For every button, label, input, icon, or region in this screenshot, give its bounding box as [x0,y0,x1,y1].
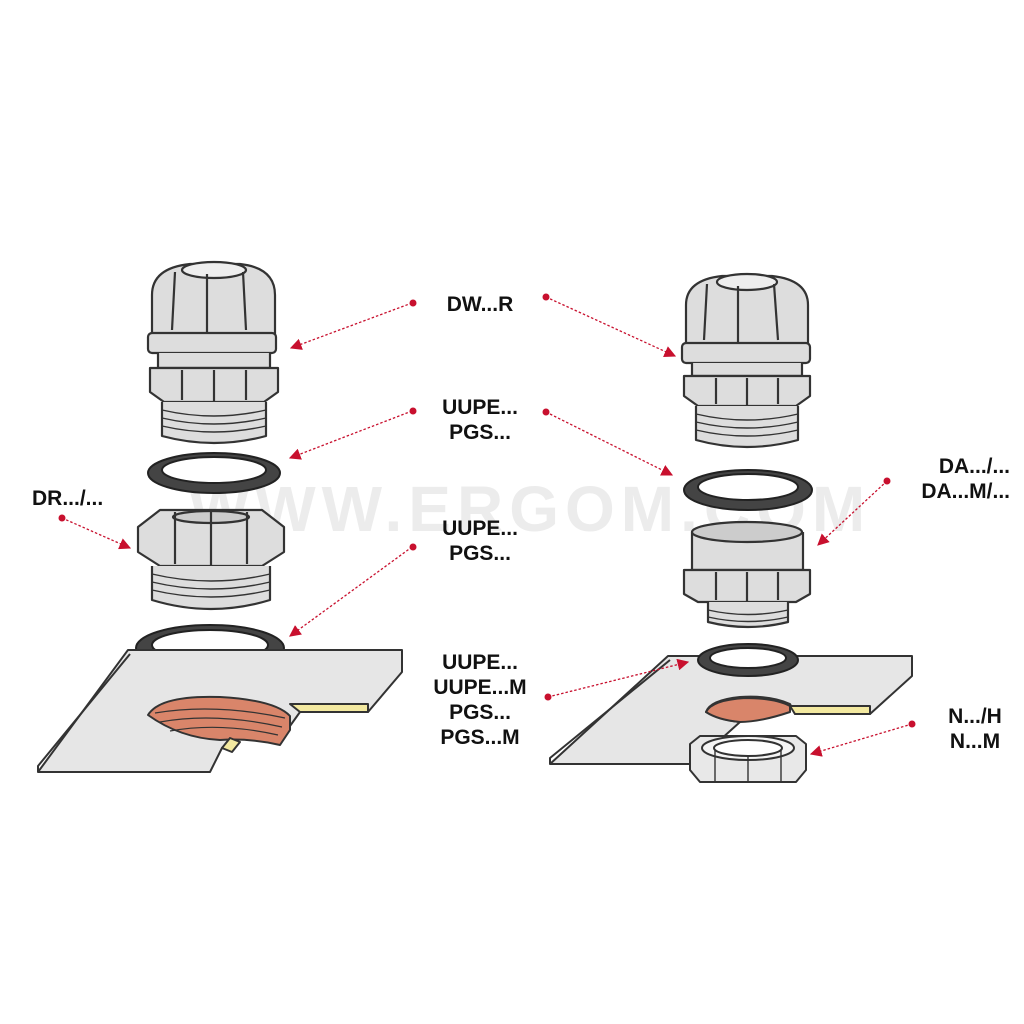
label-line: DA...M/... [921,480,1010,503]
arrow-dw-left [289,302,413,350]
label-uupe-pgs-mid: UUPE... PGS... [425,516,535,566]
right-seal-top [683,469,813,511]
label-line: UUPE... [442,396,518,419]
label-line: DA.../... [938,455,1010,478]
left-gland-dw-r [146,260,280,445]
label-line: UUPE...M [433,676,527,699]
right-gland-dw-r [680,272,812,449]
label-line: PGS...M [440,726,520,749]
arrow-dr [61,517,132,550]
label-line: N.../H [948,705,1002,728]
right-adapter-da [682,520,812,629]
label-line: PGS... [449,421,511,444]
arrow-da [817,480,888,546]
label-uupe-pgs-top: UUPE... PGS... [425,395,535,445]
label-uupe-pgs-m: UUPE... UUPE...M PGS... PGS...M [420,650,540,750]
pointer-arrows [61,296,913,757]
label-line: DR.../... [32,487,104,510]
right-plate [549,655,913,765]
arrow-uupe-mid-left [289,546,413,637]
label-da: DA.../... DA...M/... [880,454,1010,504]
left-seal-top [147,452,281,494]
label-line: PGS... [449,542,511,565]
label-dr: DR.../... [32,486,103,511]
label-line: N...M [949,730,1001,753]
left-reducer-dr [136,508,286,611]
label-nut: N.../H N...M [930,704,1020,754]
pointer-dots [58,293,916,728]
label-line: DW...R [446,293,514,316]
label-line: UUPE... [442,651,518,674]
right-seal-plate [697,643,799,677]
label-line: UUPE... [442,517,518,540]
arrow-dw-right [545,296,677,357]
label-line: PGS... [449,701,511,724]
arrow-uupe-top-left [288,410,413,460]
arrow-nut [809,723,913,757]
arrow-uupe-m [547,658,690,698]
label-dw-r: DW...R [430,292,530,317]
arrow-uupe-top-right [545,411,674,476]
right-locknut-n [689,735,807,783]
left-plate [37,649,403,773]
